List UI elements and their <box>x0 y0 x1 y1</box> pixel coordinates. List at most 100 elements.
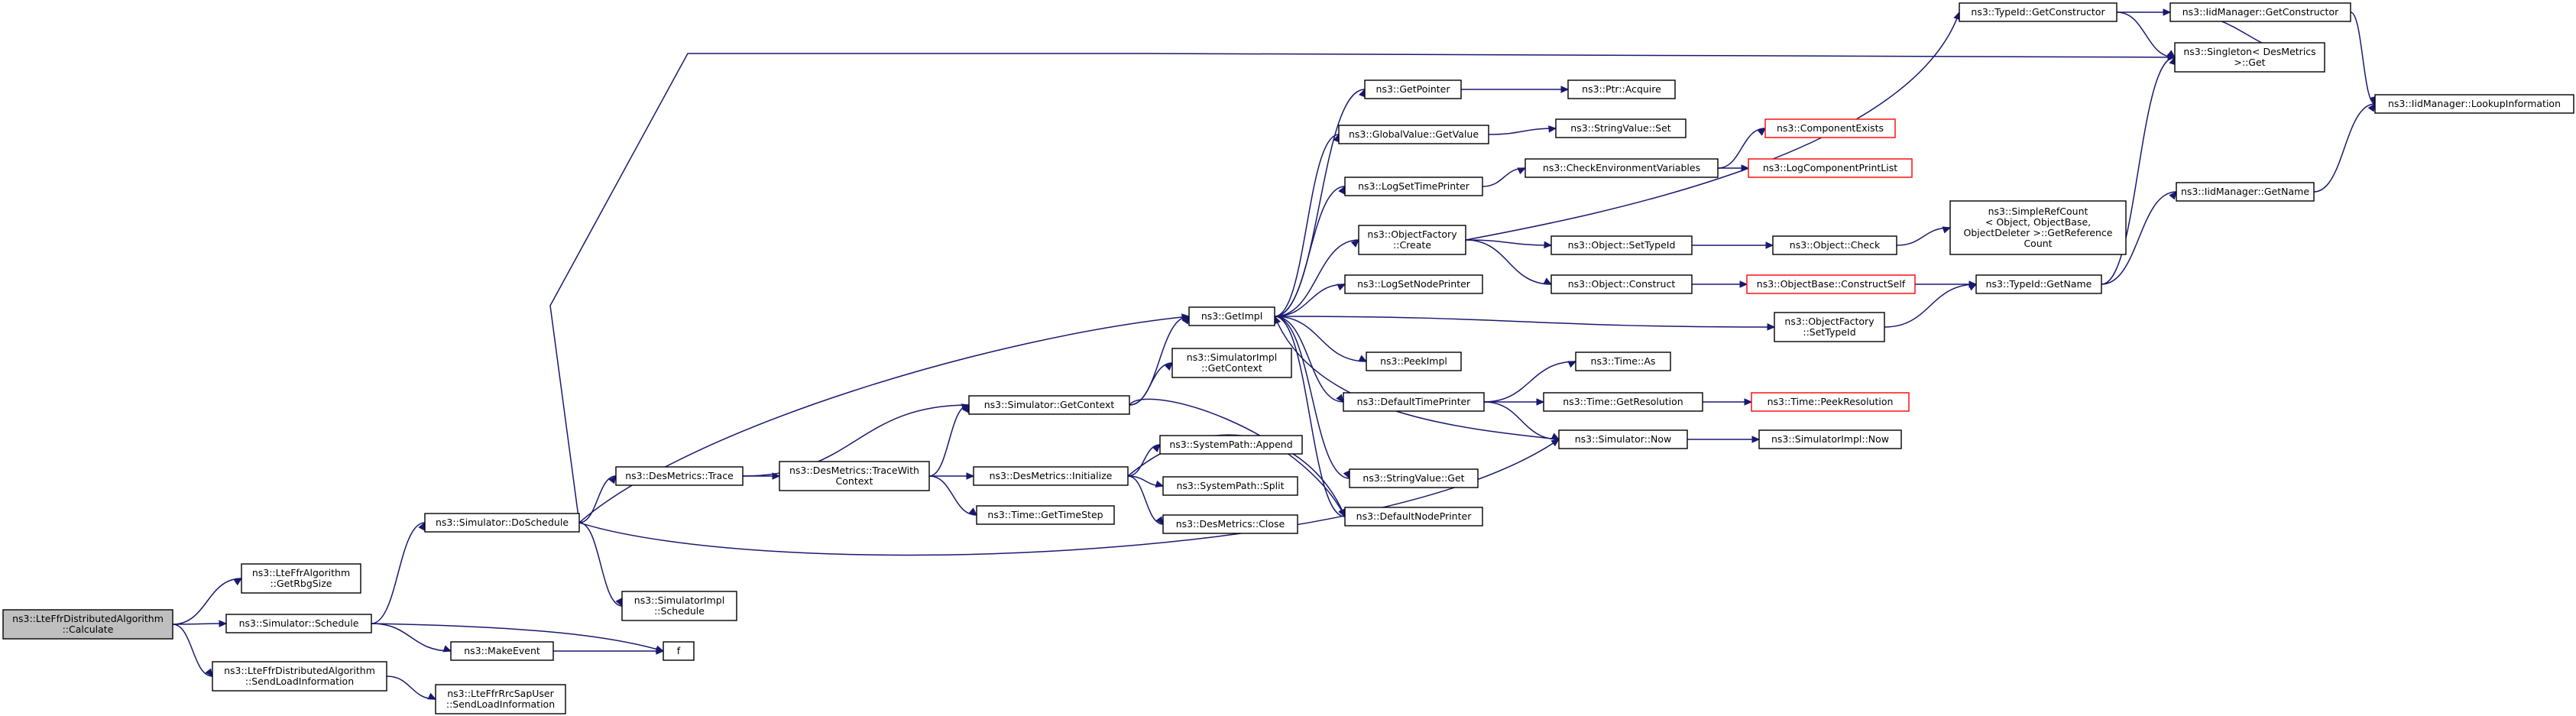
arrowhead-icon <box>656 647 665 655</box>
node-time-as[interactable]: ns3::Time::As <box>1575 352 1671 371</box>
node-label-line: ns3::LogSetTimePrinter <box>1358 180 1470 192</box>
node-box <box>973 466 1129 486</box>
node-stringvalue-set[interactable]: ns3::StringValue::Set <box>1555 118 1687 138</box>
node-label-line: ::SetTypeId <box>1803 326 1855 338</box>
arrowhead-icon <box>1968 283 1978 291</box>
node-logcomponentprintlist[interactable]: ns3::LogComponentPrintList <box>1748 158 1913 178</box>
node-defaulttimeprinter[interactable]: ns3::DefaultTimePrinter <box>1343 392 1485 412</box>
node-label-line: ::GetContext <box>1201 362 1262 374</box>
call-edge-sim_getcontext-to-defaultnodeprinter <box>1129 398 1346 517</box>
node-desmetrics-trace[interactable]: ns3::DesMetrics::Trace <box>615 466 744 486</box>
arrowhead-icon <box>608 475 617 484</box>
node-label-line: ns3::CheckEnvironmentVariables <box>1543 162 1700 173</box>
node-globalvalue-getvalue[interactable]: ns3::GlobalValue::GetValue <box>1338 125 1489 144</box>
arrowhead-icon <box>1548 125 1557 133</box>
node-simplerefcount[interactable]: ns3::SimpleRefCount< Object, ObjectBase,… <box>1949 200 2127 255</box>
node-box <box>1338 125 1489 144</box>
node-box <box>1159 435 1303 455</box>
node-box <box>2176 182 2315 202</box>
node-objectfactory-settypeid[interactable]: ns3::ObjectFactory::SetTypeId <box>1774 312 1885 342</box>
node-systempath-split[interactable]: ns3::SystemPath::Split <box>1162 476 1298 496</box>
node-box <box>1975 274 2102 294</box>
node-simimpl-schedule[interactable]: ns3::SimulatorImpl::Schedule <box>621 591 737 621</box>
call-edge-objectfactory_create-to-object_settypeid <box>1465 239 1552 246</box>
node-sendloadinfo-algo[interactable]: ns3::LteFfrDistributedAlgorithm::SendLoa… <box>212 661 387 692</box>
node-systempath-append[interactable]: ns3::SystemPath::Append <box>1159 435 1303 455</box>
node-typeid-getconstructor[interactable]: ns3::TypeId::GetConstructor <box>1959 2 2118 22</box>
node-label-line: ns3::Simulator::DoSchedule <box>436 517 569 528</box>
call-edge-getimpl-to-objectfactory_settypeid <box>1274 316 1775 328</box>
node-box <box>1550 235 1693 255</box>
node-objectfactory-create[interactable]: ns3::ObjectFactory::Create <box>1358 225 1466 255</box>
node-label-line: ns3::GetImpl <box>1201 310 1262 322</box>
arrowhead-icon <box>1942 226 1952 234</box>
node-iidmanager-getname[interactable]: ns3::IidManager::GetName <box>2176 182 2315 202</box>
node-doschedule[interactable]: ns3::Simulator::DoSchedule <box>424 513 580 533</box>
call-edge-getimpl-to-defaultnodeprinter <box>1274 316 1346 517</box>
call-edge-iidmanager_getconstructor-to-iidmanager_lookupinformation <box>2350 11 2376 105</box>
node-label-line: ns3::IidManager::LookupInformation <box>2388 98 2561 109</box>
node-label-line: ns3::Time::PeekResolution <box>1768 396 1894 407</box>
node-singleton-get[interactable]: ns3::Singleton< DesMetrics >::Get <box>2174 42 2325 73</box>
node-getimpl[interactable]: ns3::GetImpl <box>1188 306 1275 326</box>
node-object-check[interactable]: ns3::Object::Check <box>1772 235 1897 255</box>
node-desmetrics-initialize[interactable]: ns3::DesMetrics::Initialize <box>973 466 1129 486</box>
call-edge-schedule-to-makeevent <box>371 623 452 652</box>
node-peekimpl[interactable]: ns3::PeekImpl <box>1366 352 1462 371</box>
node-objectbase-constructself[interactable]: ns3::ObjectBase::ConstructSelf <box>1746 274 1916 294</box>
call-edge-checkenvvars-to-componentexists <box>1717 128 1766 169</box>
node-ptr-acquire[interactable]: ns3::Ptr::Acquire <box>1567 79 1676 99</box>
node-box <box>663 641 695 661</box>
node-componentexists[interactable]: ns3::ComponentExists <box>1764 118 1896 138</box>
node-iidmanager-lookupinformation[interactable]: ns3::IidManager::LookupInformation <box>2374 94 2574 114</box>
node-defaultnodeprinter[interactable]: ns3::DefaultNodePrinter <box>1344 507 1483 526</box>
node-label-line: ::SendLoadInformation <box>245 676 354 687</box>
node-box <box>1748 158 1913 178</box>
node-label-line: ns3::DefaultNodePrinter <box>1356 510 1473 522</box>
node-time-peekresolution[interactable]: ns3::Time::PeekResolution <box>1751 392 1910 412</box>
node-label-line: ns3::SimulatorImpl <box>1187 352 1277 363</box>
node-schedule[interactable]: ns3::Simulator::Schedule <box>225 614 372 633</box>
call-edge-objectfactory_create-to-typeid_getconstructor <box>1465 11 1960 241</box>
node-sendloadinfo-sap[interactable]: ns3::LteFfrRrcSapUser::SendLoadInformati… <box>435 684 566 714</box>
node-box <box>1343 392 1485 412</box>
node-label-line: ns3::Time::As <box>1591 355 1656 367</box>
call-edge-objectfactory_create-to-object_construct <box>1465 239 1552 285</box>
node-sim-getcontext[interactable]: ns3::Simulator::GetContext <box>968 395 1130 415</box>
call-edge-globalvalue_getvalue-to-stringvalue_set <box>1488 128 1557 135</box>
node-stringvalue-get[interactable]: ns3::StringValue::Get <box>1349 468 1479 488</box>
arrowhead-icon <box>968 507 977 516</box>
node-box <box>225 614 372 633</box>
node-logsettimeprinter[interactable]: ns3::LogSetTimePrinter <box>1344 177 1483 196</box>
node-box <box>1772 235 1897 255</box>
arrowhead-icon <box>1543 277 1553 285</box>
node-sim-now[interactable]: ns3::Simulator::Now <box>1558 429 1688 449</box>
node-label-line: ::Schedule <box>654 605 705 617</box>
node-makeevent[interactable]: ns3::MakeEvent <box>450 641 554 661</box>
call-edge-getimpl-to-peekimpl <box>1274 316 1367 362</box>
node-object-settypeid[interactable]: ns3::Object::SetTypeId <box>1550 235 1693 255</box>
node-time-getresolution[interactable]: ns3::Time::GetResolution <box>1543 392 1703 412</box>
node-getrbgsize[interactable]: ns3::LteFfrAlgorithm::GetRbgSize <box>241 563 361 594</box>
node-desmetrics-close[interactable]: ns3::DesMetrics::Close <box>1162 514 1298 534</box>
node-time-gettimestep[interactable]: ns3::Time::GetTimeStep <box>976 505 1115 525</box>
arrowhead-icon <box>1336 394 1344 403</box>
node-label-line: ns3::MakeEvent <box>464 645 540 656</box>
node-label-line: ns3::Time::GetResolution <box>1563 396 1683 407</box>
node-box <box>1774 312 1885 342</box>
node-simimpl-getcontext[interactable]: ns3::SimulatorImpl::GetContext <box>1171 348 1292 378</box>
node-typeid-getname[interactable]: ns3::TypeId::GetName <box>1975 274 2102 294</box>
node-simimpl-now[interactable]: ns3::SimulatorImpl::Now <box>1758 429 1902 449</box>
call-edge-getimpl-to-logsettimeprinter <box>1274 186 1346 317</box>
node-getpointer[interactable]: ns3::GetPointer <box>1364 79 1462 99</box>
node-iidmanager-getconstructor[interactable]: ns3::IidManager::GetConstructor <box>2169 2 2351 22</box>
arrowhead-icon <box>219 620 228 627</box>
node-logsetnodeprinter[interactable]: ns3::LogSetNodePrinter <box>1344 274 1483 294</box>
call-edge-getimpl-to-stringvalue_get <box>1274 316 1350 479</box>
node-checkenvvars[interactable]: ns3::CheckEnvironmentVariables <box>1525 158 1719 178</box>
node-object-construct[interactable]: ns3::Object::Construct <box>1550 274 1693 294</box>
node-box <box>1751 392 1910 412</box>
node-label-line: Count <box>2024 238 2052 249</box>
node-f[interactable]: f <box>663 641 695 661</box>
